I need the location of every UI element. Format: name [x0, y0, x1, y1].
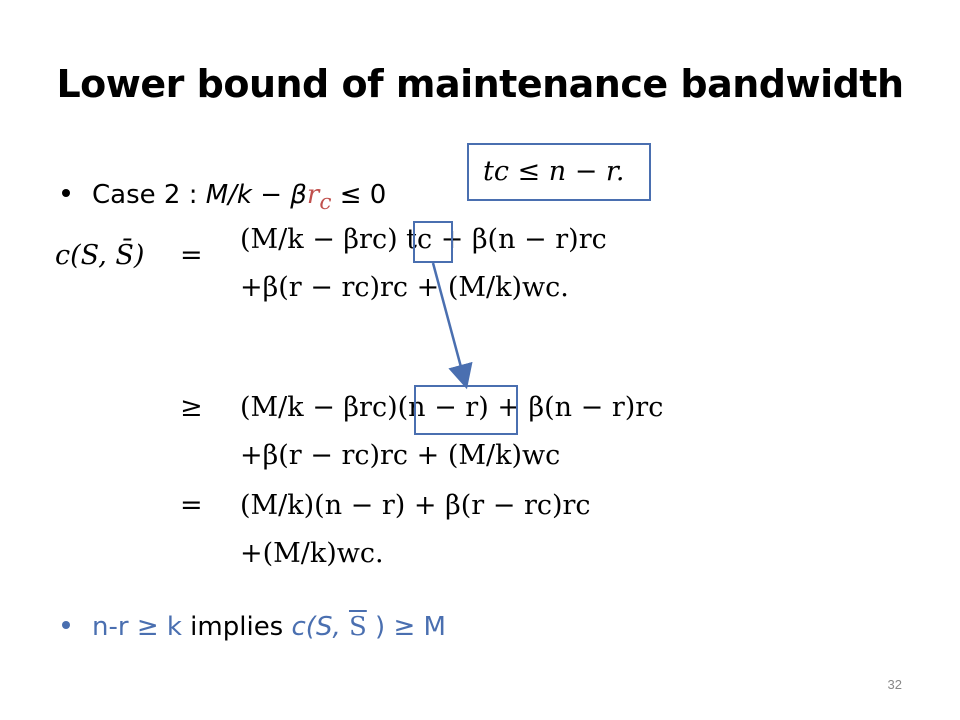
- constraint-box: tc ≤ n − r.: [467, 143, 651, 201]
- slide-title: Lower bound of maintenance bandwidth: [56, 62, 904, 106]
- math-line1b: +β(r − rc)rc + (M/k)wc.: [240, 272, 569, 303]
- case-suffix: ≤ 0: [331, 180, 387, 210]
- math-line3a: (M/k)(n − r) + β(r − rc)rc: [240, 490, 591, 521]
- math-lhs: c(S, S̄): [55, 240, 145, 271]
- bullet-conclusion: n-r ≥ k implies c(S, S ) ≥ M: [62, 612, 446, 642]
- bullet-dot: [62, 188, 70, 197]
- math-line2b: +β(r − rc)rc + (M/k)wc: [240, 440, 561, 471]
- math-line3b: +(M/k)wc.: [240, 538, 384, 569]
- math-eq1: =: [180, 240, 203, 271]
- case-expr-r: r: [306, 180, 320, 210]
- math-line1a: (M/k − βrc) tc + β(n − r)rc: [240, 224, 607, 255]
- constraint-text: tc ≤ n − r.: [483, 156, 625, 187]
- conclusion-expr: c(S,: [291, 612, 349, 642]
- conclusion-end: ) ≥ M: [366, 612, 446, 642]
- math-eq2: =: [180, 490, 203, 521]
- conclusion-sbar: S: [348, 612, 367, 642]
- conclusion-condition: n-r ≥ k: [92, 612, 182, 642]
- bullet-case-2: Case 2 : M/k − βrc ≤ 0: [62, 180, 386, 215]
- case-label: Case 2 :: [92, 180, 206, 210]
- highlight-box-tc: [413, 221, 453, 263]
- case-expr-sub: c: [319, 190, 332, 216]
- page-number: 32: [887, 677, 902, 692]
- math-ge: ≥: [180, 392, 203, 423]
- math-line2a: (M/k − βrc)(n − r) + β(n − r)rc: [240, 392, 664, 423]
- bullet-dot: [62, 620, 70, 629]
- conclusion-implies: implies: [181, 612, 292, 642]
- case-expr: M/k − β: [205, 180, 307, 210]
